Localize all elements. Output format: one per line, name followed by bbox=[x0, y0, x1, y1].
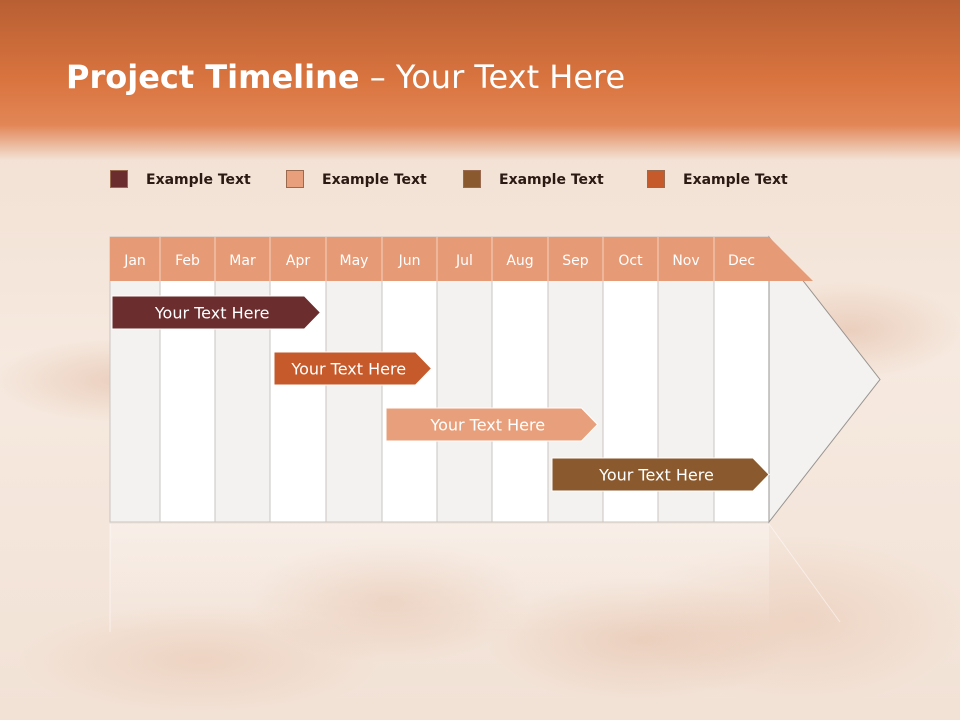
month-label-nov: Nov bbox=[672, 253, 699, 269]
task-bar-shape-3 bbox=[385, 407, 599, 442]
month-label-jul: Jul bbox=[455, 253, 473, 269]
month-bar-background bbox=[110, 237, 813, 281]
legend-label-2: Example Text bbox=[322, 172, 427, 188]
month-label-sep: Sep bbox=[562, 253, 589, 269]
header-band bbox=[0, 0, 960, 160]
task-bar-3: Your Text Here bbox=[385, 407, 599, 442]
task-bar-shape-4 bbox=[551, 457, 770, 492]
legend-swatch-4 bbox=[647, 170, 665, 188]
month-label-aug: Aug bbox=[506, 253, 533, 269]
month-label-jun: Jun bbox=[398, 253, 421, 269]
task-bar-label-3: Your Text Here bbox=[429, 416, 545, 435]
legend-swatch-2 bbox=[286, 170, 304, 188]
month-column-jan bbox=[109, 236, 161, 523]
legend-label-3: Example Text bbox=[499, 172, 604, 188]
reflection-body bbox=[110, 524, 769, 634]
task-bar-4: Your Text Here bbox=[551, 457, 770, 492]
task-bar-shape-2 bbox=[273, 351, 433, 386]
timeline-arrow-head bbox=[768, 235, 881, 524]
legend-label-1: Example Text bbox=[146, 172, 251, 188]
task-bar-label-4: Your Text Here bbox=[598, 466, 714, 485]
title-rest: – Your Text Here bbox=[359, 58, 626, 96]
month-label-mar: Mar bbox=[229, 253, 256, 269]
task-bar-2: Your Text Here bbox=[273, 351, 433, 386]
month-label-oct: Oct bbox=[618, 253, 643, 269]
month-column-aug bbox=[491, 236, 549, 523]
legend-swatch-1 bbox=[110, 170, 128, 188]
legend-label-4: Example Text bbox=[683, 172, 788, 188]
reflection-edge-right bbox=[768, 523, 841, 623]
month-label-apr: Apr bbox=[286, 253, 310, 269]
month-column-mar bbox=[214, 236, 271, 523]
task-bar-1: Your Text Here bbox=[111, 295, 322, 330]
task-bar-shape-1 bbox=[111, 295, 322, 330]
page-title: Project Timeline – Your Text Here bbox=[66, 58, 625, 96]
timeline-reflection bbox=[109, 523, 841, 634]
month-header-bar: Jan Feb Mar Apr May Jun Jul Aug Sep Oct Nov Dec bbox=[110, 237, 813, 281]
task-bar-label-1: Your Text Here bbox=[154, 304, 270, 323]
title-bold: Project Timeline bbox=[66, 58, 360, 96]
month-column-feb bbox=[159, 236, 216, 523]
task-bar-label-2: Your Text Here bbox=[290, 360, 406, 379]
month-label-jan: Jan bbox=[123, 253, 146, 269]
month-label-may: May bbox=[340, 253, 369, 269]
month-label-dec: Dec bbox=[728, 253, 755, 269]
month-label-feb: Feb bbox=[175, 253, 200, 269]
legend-swatch-3 bbox=[463, 170, 481, 188]
month-column-jul bbox=[436, 236, 493, 523]
